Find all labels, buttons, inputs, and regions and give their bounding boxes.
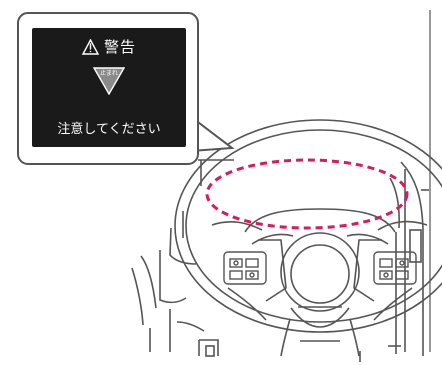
right-steering-switches [373,251,417,285]
warning-message: 注意してください [57,122,161,137]
stop-sign-label: 止まれ [99,70,118,77]
stop-sign-icon: 止まれ [93,67,125,95]
display-highlight-ellipse [205,158,409,230]
callout-pointer [189,115,235,152]
steering-hub [244,208,396,328]
steering-column [198,318,401,362]
left-steering-switches [223,251,267,285]
warning-display-screen: 警告 止まれ 注意してください [32,28,186,147]
dashboard-left-side [131,159,234,352]
steering-wheel [174,119,442,333]
warning-header: 警告 [32,35,186,59]
warning-triangle-icon [81,39,99,55]
warning-title: 警告 [103,37,136,56]
